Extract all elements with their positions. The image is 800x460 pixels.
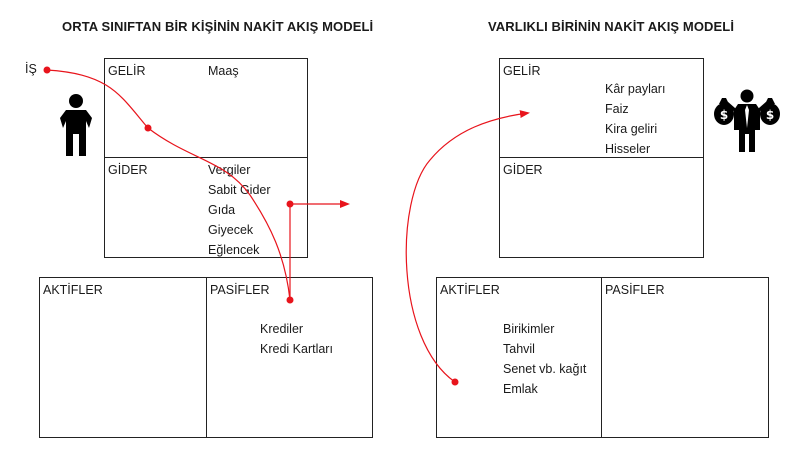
right-liabilities-label: PASİFLER	[605, 283, 665, 297]
left-liabilities-box: PASİFLER Krediler Kredi Kartları	[206, 277, 373, 438]
list-item: Kâr payları	[605, 82, 666, 96]
person-with-money-bags-icon: $ $	[714, 89, 780, 152]
right-assets-list: Birikimler Tahvil Senet vb. kağıt Emlak	[503, 319, 586, 399]
left-title: ORTA SINIFTAN BİR KİŞİNİN NAKİT AKIŞ MOD…	[62, 19, 374, 34]
left-expense-list: Vergiler Sabit Gider Gıda Giyecek Eğlenc…	[208, 160, 271, 260]
list-item: Krediler	[260, 322, 304, 336]
list-item: Giyecek	[208, 223, 254, 237]
source-label-is: İŞ	[25, 62, 37, 76]
list-item: Tahvil	[503, 342, 535, 356]
right-assets-box: AKTİFLER Birikimler Tahvil Senet vb. kağ…	[436, 277, 602, 438]
right-income-box: GELİR Kâr payları Faiz Kira geliri Hisse…	[499, 58, 704, 158]
right-liabilities-box: PASİFLER	[601, 277, 769, 438]
left-income-box: GELİR Maaş	[104, 58, 308, 158]
right-income-list: Kâr payları Faiz Kira geliri Hisseler	[605, 79, 665, 159]
list-item: Kredi Kartları	[260, 342, 333, 356]
list-item: Maaş	[208, 64, 239, 78]
left-liabilities-label: PASİFLER	[210, 283, 270, 297]
list-item: Emlak	[503, 382, 538, 396]
left-income-list: Maaş	[208, 61, 239, 81]
list-item: Hisseler	[605, 142, 651, 156]
list-item: Kira geliri	[605, 122, 658, 136]
left-assets-box: AKTİFLER	[39, 277, 207, 438]
left-assets-label: AKTİFLER	[43, 283, 103, 297]
left-income-label: GELİR	[108, 64, 146, 78]
list-item: Sabit Gider	[208, 183, 271, 197]
right-expense-box: GİDER	[499, 157, 704, 258]
list-item: Senet vb. kağıt	[503, 362, 587, 376]
right-income-label: GELİR	[503, 64, 541, 78]
right-title: VARLIKLI BİRİNİN NAKİT AKIŞ MODELİ	[488, 19, 735, 34]
list-item: Birikimler	[503, 322, 555, 336]
svg-text:$: $	[720, 108, 728, 122]
flow-dot	[43, 66, 51, 74]
left-expense-label: GİDER	[108, 163, 148, 177]
right-assets-label: AKTİFLER	[440, 283, 500, 297]
left-liabilities-list: Krediler Kredi Kartları	[260, 319, 333, 359]
list-item: Eğlencek	[208, 243, 260, 257]
right-expense-label: GİDER	[503, 163, 543, 177]
svg-text:$: $	[766, 108, 774, 122]
list-item: Faiz	[605, 102, 629, 116]
left-expense-box: GİDER Vergiler Sabit Gider Gıda Giyecek …	[104, 157, 308, 258]
list-item: Vergiler	[208, 163, 251, 177]
list-item: Gıda	[208, 203, 236, 217]
person-icon	[60, 94, 92, 156]
